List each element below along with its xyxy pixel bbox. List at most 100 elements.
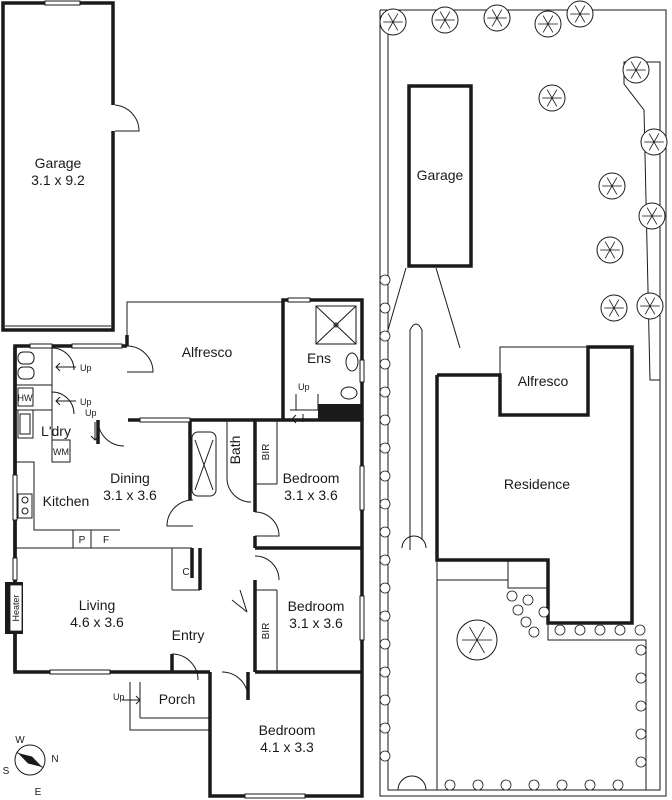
site-alfresco-label: Alfresco (518, 373, 569, 389)
shrub-icon (379, 414, 391, 426)
tree-icon (598, 172, 626, 200)
bedroom-2-size: 3.1 x 3.6 (289, 615, 343, 631)
shrub-icon (556, 779, 568, 791)
shrub-icon (512, 604, 524, 616)
tree-icon (431, 6, 459, 34)
shrub-icon (472, 779, 484, 791)
porch-label: Porch (159, 691, 196, 707)
shrub-icon (635, 644, 647, 656)
ensuite-walls (281, 297, 365, 420)
alfresco-label: Alfresco (182, 344, 233, 360)
site-garage (387, 84, 473, 349)
shrub-icon (635, 756, 647, 768)
kitchen-fixtures (12, 461, 192, 549)
shrub-icon (379, 470, 391, 482)
shrub-icon (379, 386, 391, 398)
bath-hallway (139, 417, 365, 537)
shrub-icon (538, 606, 550, 618)
up-marker-2: Up (80, 397, 92, 407)
shrub-icon (379, 666, 391, 678)
compass-w: W (15, 735, 25, 746)
dining-size: 3.1 x 3.6 (103, 487, 157, 503)
cupboard-label: C (182, 567, 189, 578)
site-garage-label: Garage (417, 167, 464, 183)
entry-label: Entry (172, 627, 205, 643)
bedroom-2-name: Bedroom (288, 598, 345, 614)
bedroom-1-name: Bedroom (283, 470, 340, 486)
shrub-icon (379, 694, 391, 706)
shrub-icon (520, 616, 532, 628)
shrub-icon (379, 582, 391, 594)
tree-icon (483, 4, 511, 32)
hw-label: HW (18, 393, 33, 403)
tree-icon (638, 202, 666, 230)
tree-icon (456, 619, 498, 661)
up-marker-4: Up (298, 382, 310, 392)
shrub-icon (528, 779, 540, 791)
bedroom-3-size: 4.1 x 3.3 (260, 739, 314, 755)
shrub-icon (635, 672, 647, 684)
compass-e: E (35, 787, 42, 798)
garage-structure (1, 0, 140, 332)
garage-name: Garage (35, 155, 82, 171)
compass-rose (14, 744, 46, 776)
bath-label: Bath (227, 436, 243, 465)
shrub-icon (379, 498, 391, 510)
shrub-icon (634, 624, 646, 636)
up-marker-3: Up (85, 408, 97, 418)
labels: Garage 3.1 x 9.2 Alfresco Ens L'dry HW W… (3, 155, 571, 798)
heater-label: Heater (11, 594, 21, 621)
shrub-icon (522, 594, 534, 606)
shrub-icon (379, 274, 391, 286)
shrub-icon (379, 442, 391, 454)
shrub-icon (379, 330, 391, 342)
garage-size: 3.1 x 9.2 (31, 172, 85, 188)
shrub-icon (500, 779, 512, 791)
entry-porch (122, 653, 306, 799)
shrub-icon (379, 554, 391, 566)
tree-icon (600, 294, 628, 322)
compass-n: N (51, 754, 58, 765)
shrub-icon (574, 624, 586, 636)
tree-icon (566, 0, 594, 28)
site-shrubs (379, 274, 647, 791)
up-marker-5: Up (113, 692, 125, 702)
ens-steps (290, 394, 319, 424)
tree-icon (379, 8, 407, 36)
up-marker-1: Up (80, 363, 92, 373)
living-size: 4.6 x 3.6 (70, 614, 124, 630)
shrub-icon (506, 590, 518, 602)
pantry-label: P (79, 535, 86, 546)
shrub-icon (379, 358, 391, 370)
shrub-icon (612, 779, 624, 791)
tree-icon (534, 10, 562, 38)
site-residence (435, 345, 647, 790)
bedroom-1-size: 3.1 x 3.6 (284, 487, 338, 503)
laundry-label: L'dry (41, 423, 71, 439)
tree-icon (622, 56, 650, 84)
site-trees (379, 0, 668, 661)
site-driveway (397, 323, 427, 791)
site-residence-label: Residence (504, 476, 570, 492)
compass-s: S (3, 766, 10, 777)
heater-unit (5, 582, 23, 634)
dining-name: Dining (110, 470, 150, 486)
tree-icon (640, 128, 668, 156)
shrub-icon (379, 638, 391, 650)
shrub-icon (379, 610, 391, 622)
tree-icon (636, 292, 664, 320)
shrub-icon (528, 626, 540, 638)
shrub-icon (379, 750, 391, 762)
shrub-icon (635, 728, 647, 740)
shrub-icon (379, 722, 391, 734)
shrub-icon (614, 624, 626, 636)
ensuite-label: Ens (307, 350, 331, 366)
bir-lower-label: BIR (261, 623, 272, 640)
tree-icon (538, 84, 566, 112)
shrub-icon (554, 624, 566, 636)
bedroom-3-name: Bedroom (259, 722, 316, 738)
kitchen-label: Kitchen (43, 493, 90, 509)
fridge-label: F (103, 535, 109, 546)
laundry-fixtures (15, 343, 154, 463)
